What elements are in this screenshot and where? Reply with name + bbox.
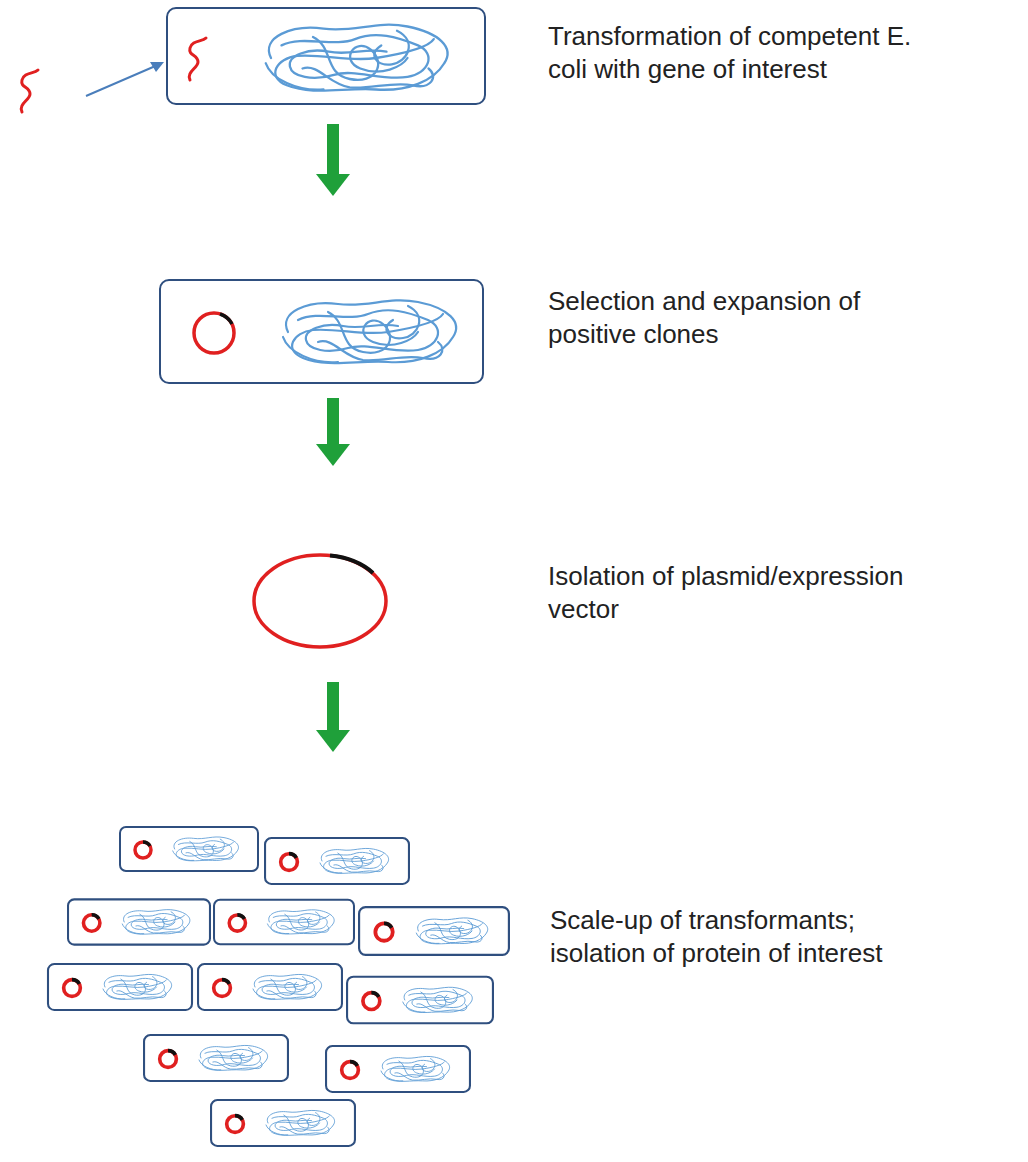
process-arrow — [327, 682, 339, 732]
step-label: Isolation of plasmid/expression vector — [548, 560, 948, 625]
entry-arrow — [86, 64, 160, 96]
process-arrowhead — [316, 174, 350, 196]
process-arrow — [327, 124, 339, 176]
bacterial-cell — [167, 8, 485, 104]
step-label: Transformation of competent E. coli with… — [548, 20, 913, 85]
chromosome — [266, 25, 448, 91]
dna-fragment — [189, 38, 206, 80]
gene-insert — [220, 314, 232, 324]
step-label: Selection and expansion of positive clon… — [548, 285, 913, 350]
process-arrowhead — [316, 730, 350, 752]
entry-arrowhead — [150, 62, 164, 72]
process-arrow — [327, 398, 339, 446]
gene-insert — [330, 556, 373, 573]
cell-culture — [48, 827, 509, 1146]
step-label: Scale-up of transformants; isolation of … — [550, 904, 922, 969]
dna-fragment — [21, 70, 38, 112]
bacterial-cell — [160, 280, 483, 383]
plasmid — [194, 313, 234, 353]
plasmid — [254, 555, 386, 647]
chromosome — [283, 300, 456, 363]
process-arrowhead — [316, 444, 350, 466]
